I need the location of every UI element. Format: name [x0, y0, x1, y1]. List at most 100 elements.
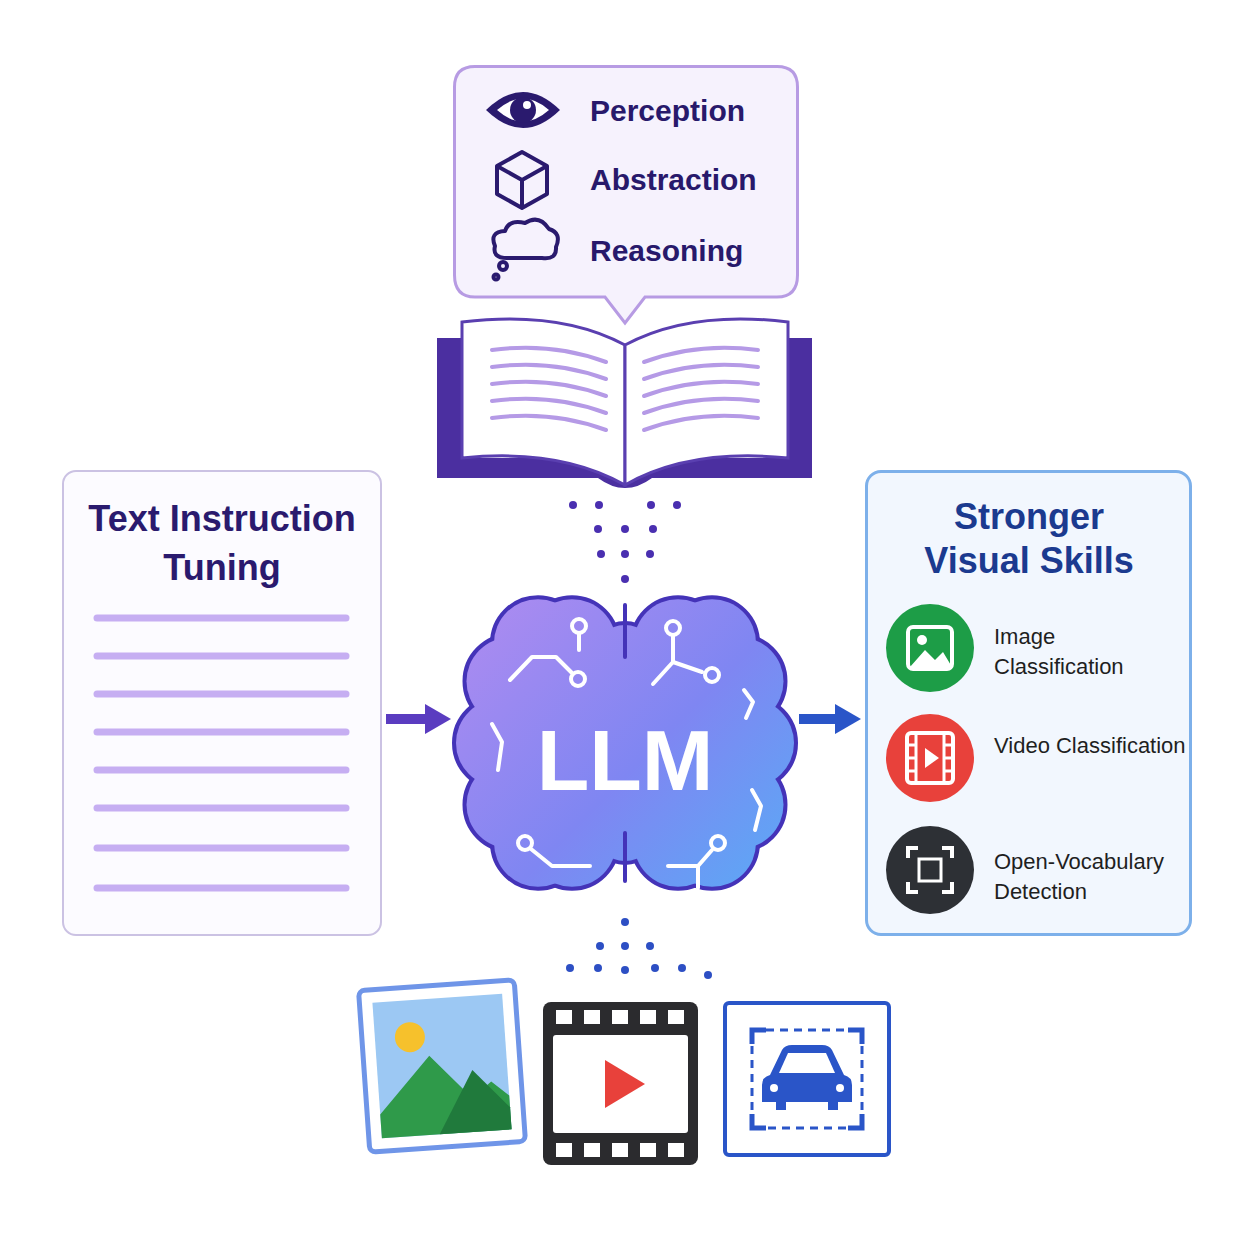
detection-icon: [908, 848, 952, 892]
film-strip: [543, 1002, 698, 1165]
car-detection-thumbnail: [725, 1003, 889, 1155]
car-detection-thumbnail: [836, 1084, 844, 1092]
detection-icon: [886, 826, 974, 914]
image-thumbnail: [435, 1067, 511, 1134]
flow-dots: [621, 550, 629, 558]
open-book: [437, 319, 812, 488]
detection-icon: [886, 826, 974, 914]
output-dots: [621, 966, 629, 974]
eye-icon: [486, 92, 560, 128]
image-classification-icon: [908, 627, 952, 669]
flow-arrow: [386, 714, 431, 724]
circuit-traces: [668, 850, 712, 888]
circuit-traces: [705, 668, 719, 682]
film-strip: [553, 1035, 688, 1133]
circuit-traces: [518, 836, 532, 850]
flow-dots: [621, 525, 629, 533]
model-label: LLM: [455, 713, 795, 807]
cube-icon: [497, 152, 547, 208]
thought-cloud-icon: [494, 275, 499, 280]
open-book: [492, 382, 606, 396]
output-dots: [596, 942, 604, 950]
open-book: [492, 348, 606, 362]
open-book: [624, 345, 626, 485]
skill-item: Video Classification: [994, 731, 1186, 761]
panel-title: Stronger Visual Skills: [914, 495, 1144, 583]
callout-bubble: PerceptionAbstractionReasoning: [453, 65, 799, 327]
video-classification-icon: [907, 733, 953, 783]
skill-label: Abstraction: [590, 163, 790, 197]
eye-icon: [497, 99, 549, 122]
output-dots: [704, 971, 712, 979]
output-dots: [594, 964, 602, 972]
eye-icon: [523, 101, 531, 109]
film-strip: [668, 1143, 684, 1157]
film-strip: [612, 1143, 628, 1157]
cube-icon: [497, 166, 547, 208]
circuit-traces: [673, 635, 702, 672]
input-panel: Text Instruction Tuning: [62, 470, 382, 936]
open-book: [492, 348, 758, 430]
text-lines: [97, 845, 346, 852]
image-thumbnail: [359, 980, 526, 1152]
skill-label: Perception: [590, 94, 790, 128]
text-lines: [97, 805, 346, 812]
open-book: [644, 416, 758, 430]
car-detection-thumbnail: [770, 1084, 778, 1092]
circuit-traces: [572, 619, 586, 633]
video-classification-icon: [886, 714, 974, 802]
text-lines: [97, 885, 346, 892]
circuit-traces: [492, 724, 502, 770]
film-strip: [556, 1143, 572, 1157]
film-strip: [584, 1143, 600, 1157]
image-classification-icon: [886, 604, 974, 692]
image-thumbnail: [372, 994, 511, 1139]
output-dots: [566, 918, 712, 979]
bubble-outline: [455, 67, 798, 324]
circuit-traces: [492, 619, 761, 888]
open-book: [492, 365, 606, 379]
car-detection-thumbnail: [752, 1030, 862, 1128]
film-strip: [543, 1002, 698, 1165]
eye-icon: [510, 97, 536, 123]
text-lines: [97, 615, 346, 622]
circuit-traces: [571, 672, 585, 686]
car-detection-thumbnail: [752, 1030, 862, 1128]
eye-icon: [486, 92, 560, 128]
circuit-traces: [510, 657, 572, 680]
open-book: [625, 319, 788, 485]
flow-dots: [597, 550, 605, 558]
film-strip: [584, 1010, 600, 1024]
output-dots: [646, 942, 654, 950]
video-classification-icon: [886, 714, 974, 802]
open-book: [644, 365, 758, 379]
text-lines: [97, 653, 346, 660]
thought-cloud-icon: [493, 220, 558, 280]
open-book: [462, 319, 625, 485]
flow-dots: [594, 525, 602, 533]
circuit-traces: [752, 790, 761, 830]
image-thumbnail: [394, 1021, 426, 1053]
flow-dots: [569, 501, 577, 509]
video-classification-icon: [907, 733, 953, 783]
image-thumbnail: [359, 980, 526, 1152]
film-strip: [605, 1060, 645, 1108]
cube-icon: [497, 152, 547, 208]
brain-fill: [456, 599, 794, 887]
flow-dots: [621, 575, 629, 583]
skill-label: Reasoning: [590, 234, 790, 268]
detection-icon: [919, 859, 941, 881]
film-strip: [556, 1010, 572, 1024]
open-book: [644, 382, 758, 396]
brain-node: LLM: [455, 575, 795, 910]
flow-dots: [649, 525, 657, 533]
output-panel: Stronger Visual SkillsImage Classificati…: [865, 470, 1192, 936]
car-detection-thumbnail: [762, 1045, 852, 1110]
flow-dots: [646, 550, 654, 558]
film-strip: [640, 1010, 656, 1024]
circuit-traces: [666, 621, 680, 635]
image-thumbnail: [376, 1050, 511, 1138]
thought-cloud-icon: [499, 262, 507, 270]
circuit-traces: [531, 849, 590, 866]
